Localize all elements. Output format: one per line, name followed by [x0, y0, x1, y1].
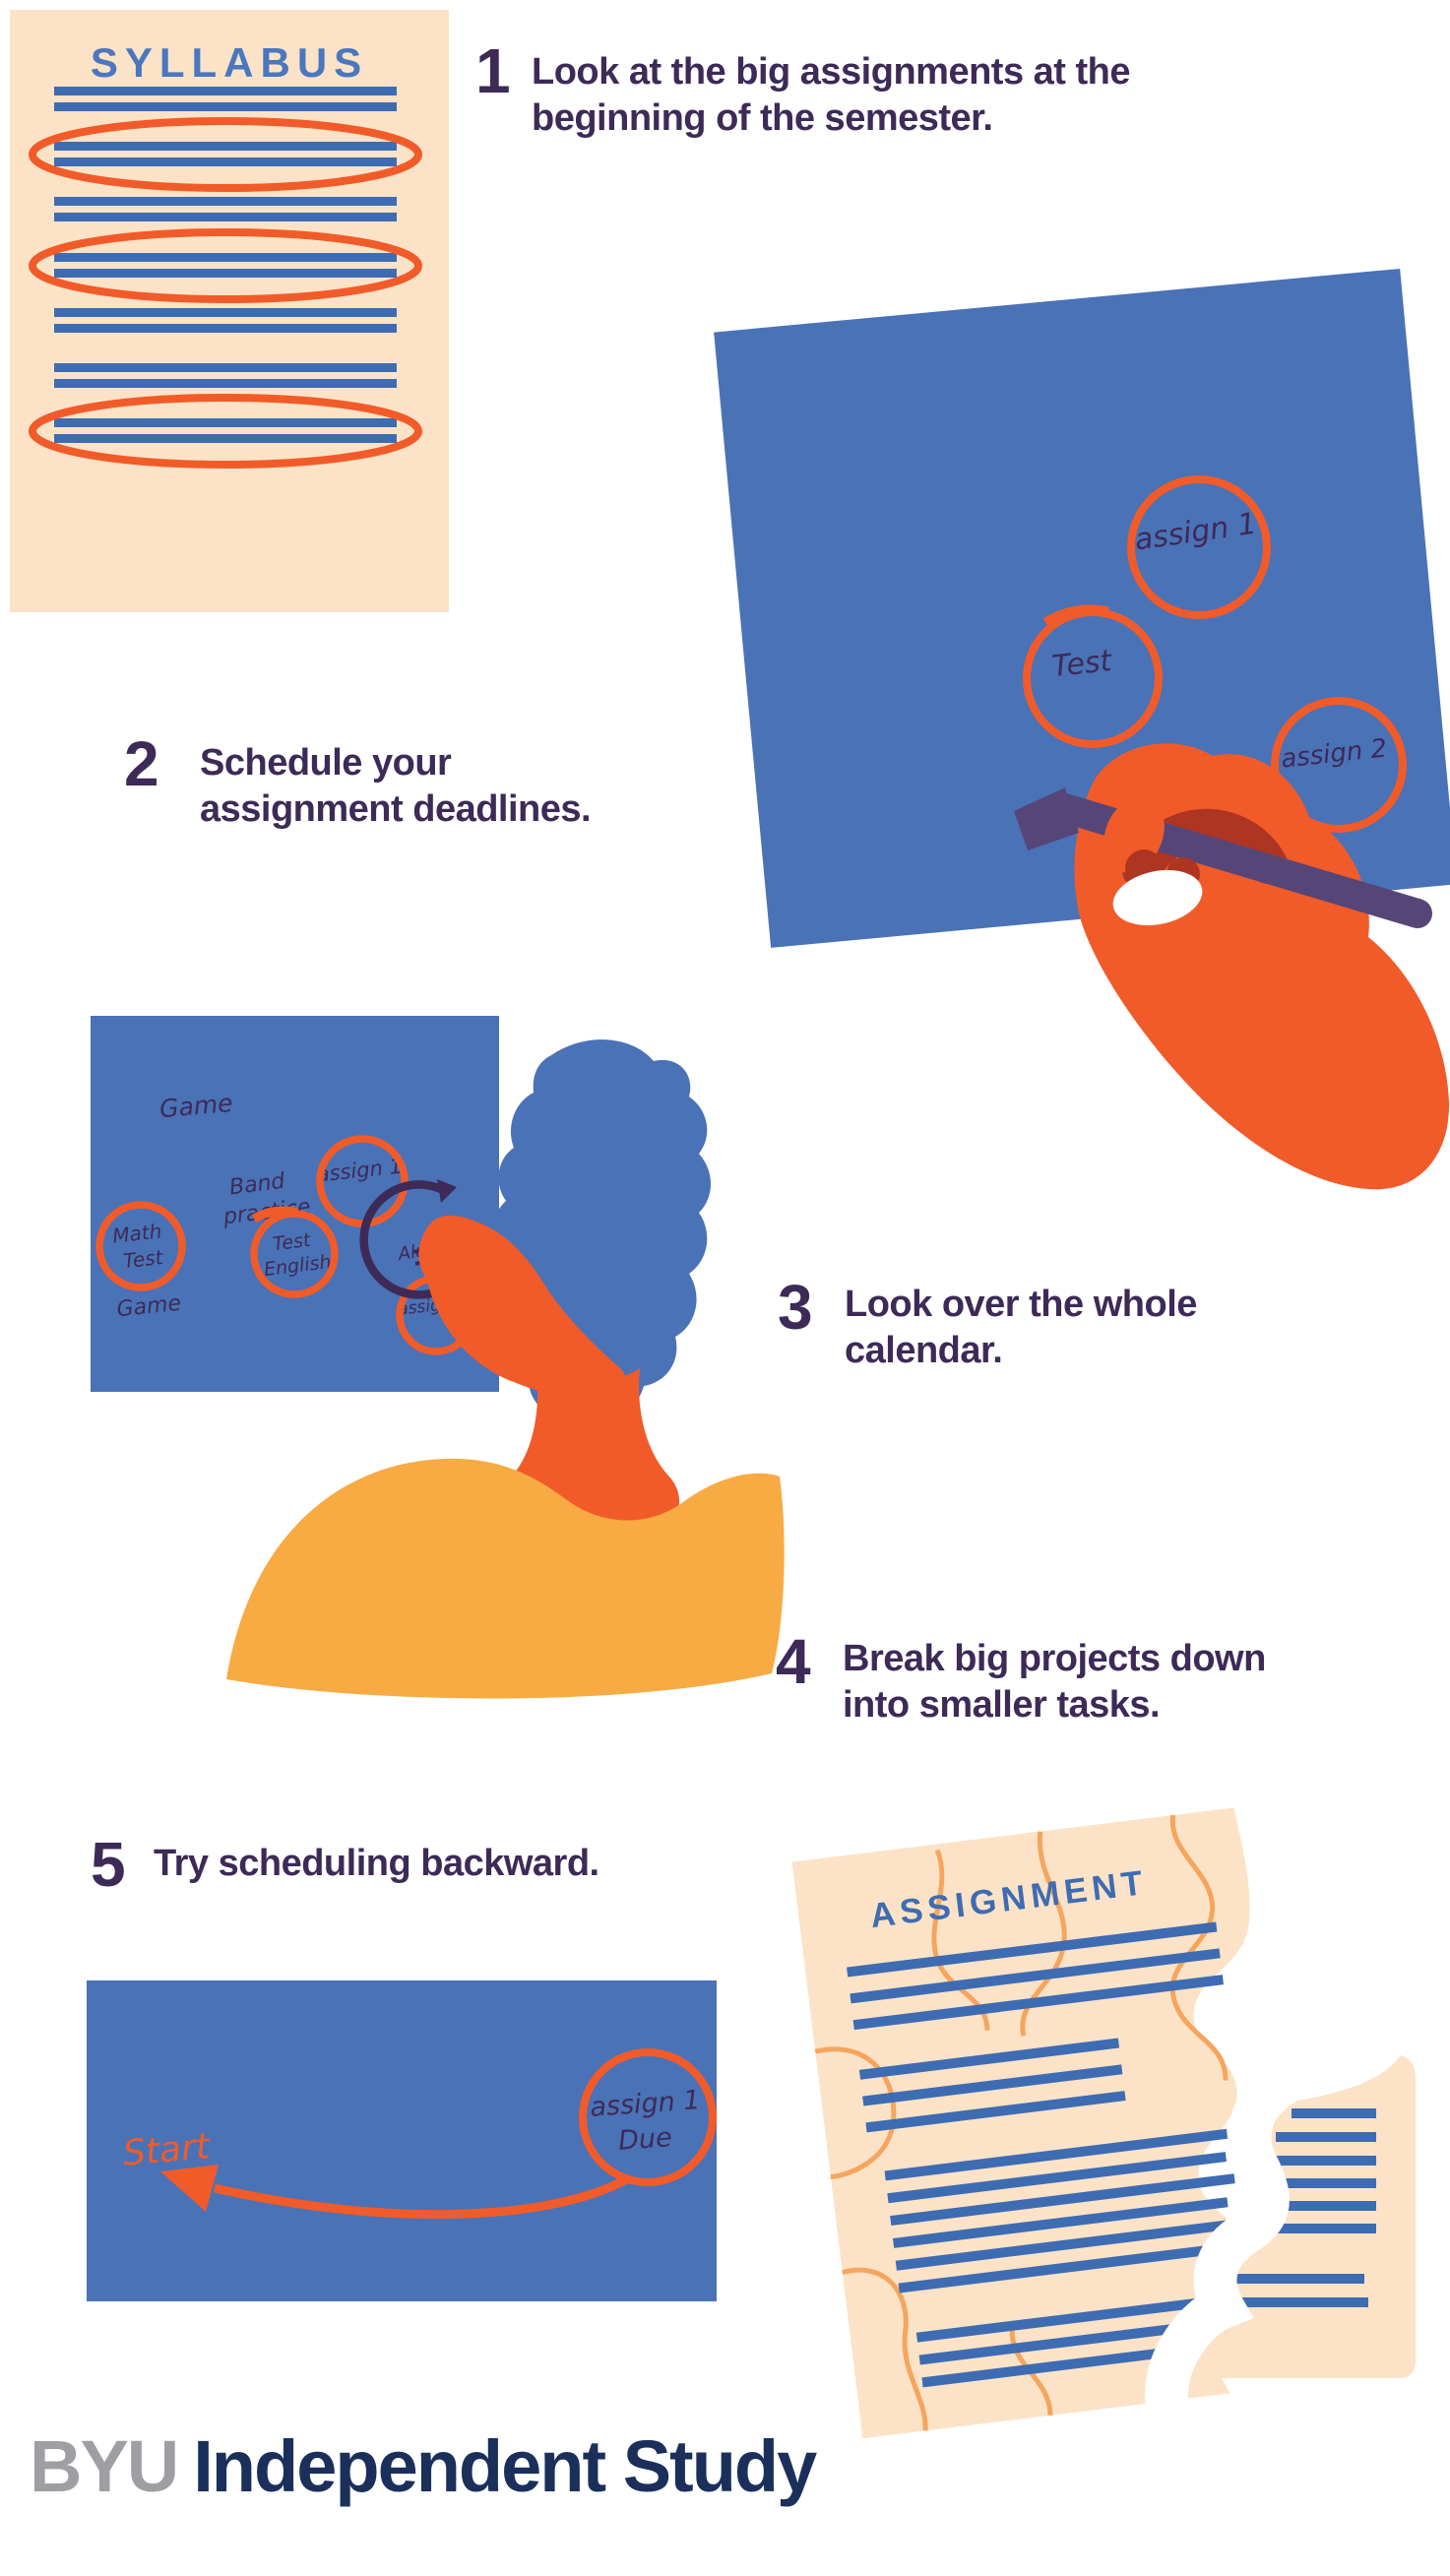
step-1-line-1: Look at the big assignments at the	[532, 51, 1130, 93]
person-arm	[418, 1215, 627, 1401]
label-test: Test	[1050, 644, 1114, 684]
step-2-number: 2	[124, 728, 159, 799]
note-math-2: Test	[122, 1245, 165, 1273]
step-4-number: 4	[776, 1626, 811, 1697]
person-illustration	[226, 1039, 785, 1699]
deadline-circles	[1023, 475, 1407, 833]
person-shirt	[226, 1458, 785, 1699]
step-2-line-1: Schedule your	[200, 742, 452, 784]
note-math-1: Math	[111, 1219, 162, 1247]
step-5-line-1: Try scheduling backward.	[154, 1843, 599, 1884]
hand-with-pencil	[1014, 743, 1450, 1190]
start-label: Start	[121, 2126, 213, 2174]
assignment-paper: ASSIGNMENT	[791, 1807, 1250, 2439]
syllabus-title: SYLLABUS	[91, 39, 368, 86]
wall-calendar-scene: Game Band practice assign 1 Math Test Te…	[91, 1016, 785, 1699]
due-label-2: Due	[617, 2122, 673, 2157]
step-4-text: Break big projects down into smaller tas…	[843, 1636, 1266, 1728]
step-5-number: 5	[91, 1829, 126, 1900]
step-3-text: Look over the whole calendar.	[845, 1282, 1197, 1374]
wall-calendar	[91, 1016, 499, 1392]
step-2-text: Schedule your assignment deadlines.	[200, 740, 592, 833]
logo-byu: BYU	[30, 2425, 179, 2507]
highlight-ovals	[29, 117, 422, 469]
torn-piece	[1187, 2055, 1416, 2378]
tear-gap	[1145, 2010, 1343, 2453]
step-4-line-2: into smaller tasks.	[843, 1684, 1161, 1726]
backward-calendar-scene: assign 1 Due Start	[87, 1980, 717, 2301]
step-4-line-1: Break big projects down	[843, 1638, 1266, 1679]
note-english-1: Test	[272, 1229, 313, 1256]
torn-piece-lines	[1199, 2108, 1376, 2307]
step-3-line-2: calendar.	[845, 1330, 1003, 1371]
fist-gap	[1112, 869, 1203, 926]
syllabus-document: SYLLABUS	[10, 10, 449, 612]
step-3-line-1: Look over the whole	[845, 1284, 1197, 1325]
deadline-calendar-scene: assign 1 Test assign 2	[714, 268, 1450, 1190]
step-1-text: Look at the big assignments at the begin…	[532, 49, 1130, 142]
assignment-text-lines	[847, 1921, 1242, 2388]
step-5-text: Try scheduling backward.	[154, 1841, 599, 1887]
step-1-line-2: beginning of the semester.	[532, 97, 993, 139]
assignment-scene: ASSIGNMENT	[791, 1807, 1416, 2453]
backward-calendar	[87, 1980, 717, 2301]
due-circle	[579, 2048, 717, 2186]
backward-arrow	[160, 2165, 633, 2220]
note-game-top: Game	[158, 1089, 234, 1123]
logo-name: Independent Study	[193, 2425, 817, 2507]
step-1-number: 1	[475, 35, 511, 106]
step-2-line-2: assignment deadlines.	[200, 788, 592, 830]
step-3-number: 3	[778, 1272, 813, 1343]
syllabus-text-lines	[54, 87, 397, 443]
